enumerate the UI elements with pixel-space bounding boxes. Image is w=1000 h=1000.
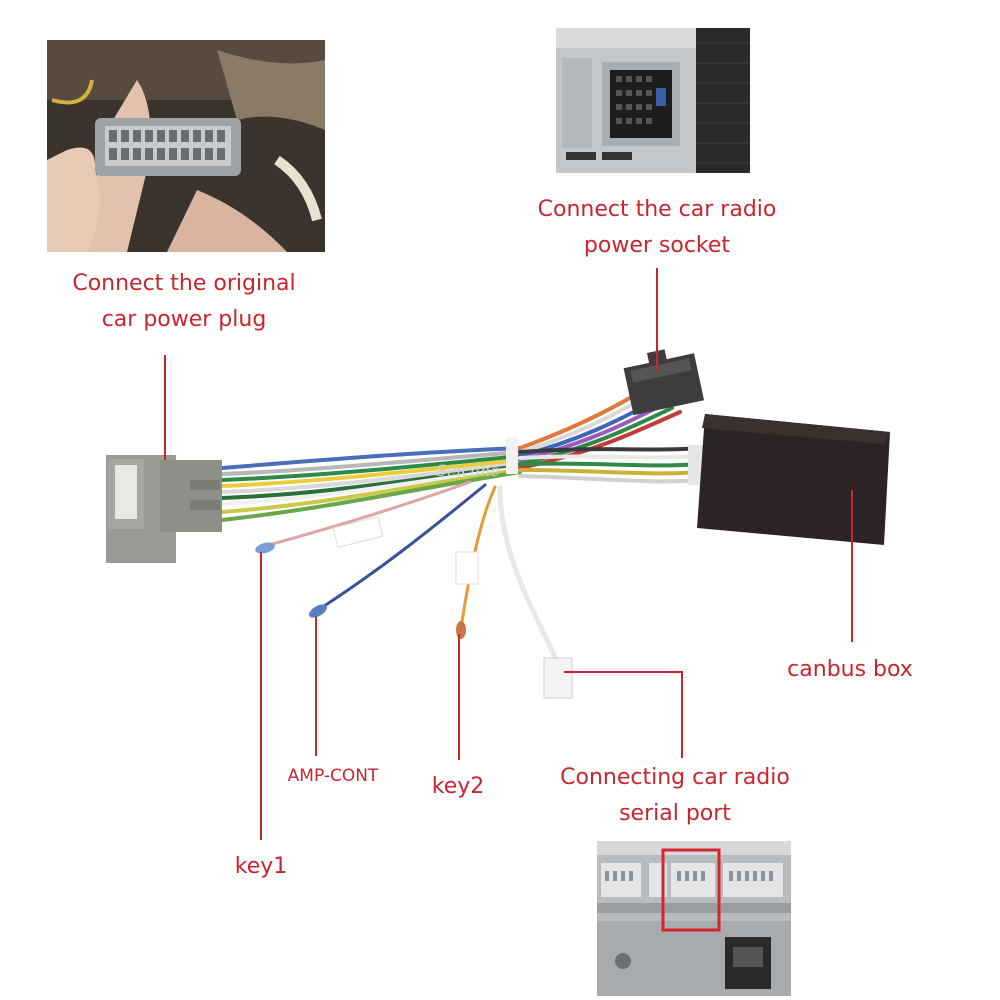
label-key2-text: key2 xyxy=(431,774,485,799)
serial-port-photo xyxy=(597,841,791,996)
label-radio-socket: Connect the car radio power socket xyxy=(522,192,792,264)
label-original-plug-line2: car power plug xyxy=(101,307,267,332)
label-serial-port-line1: Connecting car radio xyxy=(560,765,790,790)
label-canbus-text: canbus box xyxy=(787,657,913,682)
label-key1-text: key1 xyxy=(234,854,288,879)
original-plug-connector xyxy=(106,455,222,563)
label-original-plug-line1: Connect the original xyxy=(72,271,296,296)
canbus-box xyxy=(688,414,890,545)
label-serial-port: Connecting car radio serial port xyxy=(540,760,810,832)
watermark: Seicane xyxy=(436,461,500,480)
original-plug-photo xyxy=(47,40,325,252)
label-amp: AMP-CONT xyxy=(268,758,398,794)
label-radio-socket-line2: power socket xyxy=(583,233,731,258)
label-key2: key2 xyxy=(418,769,498,805)
radio-socket-connector xyxy=(623,349,705,416)
label-radio-socket-line1: Connect the car radio xyxy=(537,197,777,222)
label-canbus: canbus box xyxy=(770,652,930,688)
label-key1: key1 xyxy=(221,849,301,885)
leader-serial-port xyxy=(564,671,683,758)
label-serial-port-line2: serial port xyxy=(619,801,731,826)
label-amp-text: AMP-CONT xyxy=(287,766,379,786)
radio-socket-photo xyxy=(556,28,750,173)
label-original-plug: Connect the original car power plug xyxy=(52,266,316,338)
